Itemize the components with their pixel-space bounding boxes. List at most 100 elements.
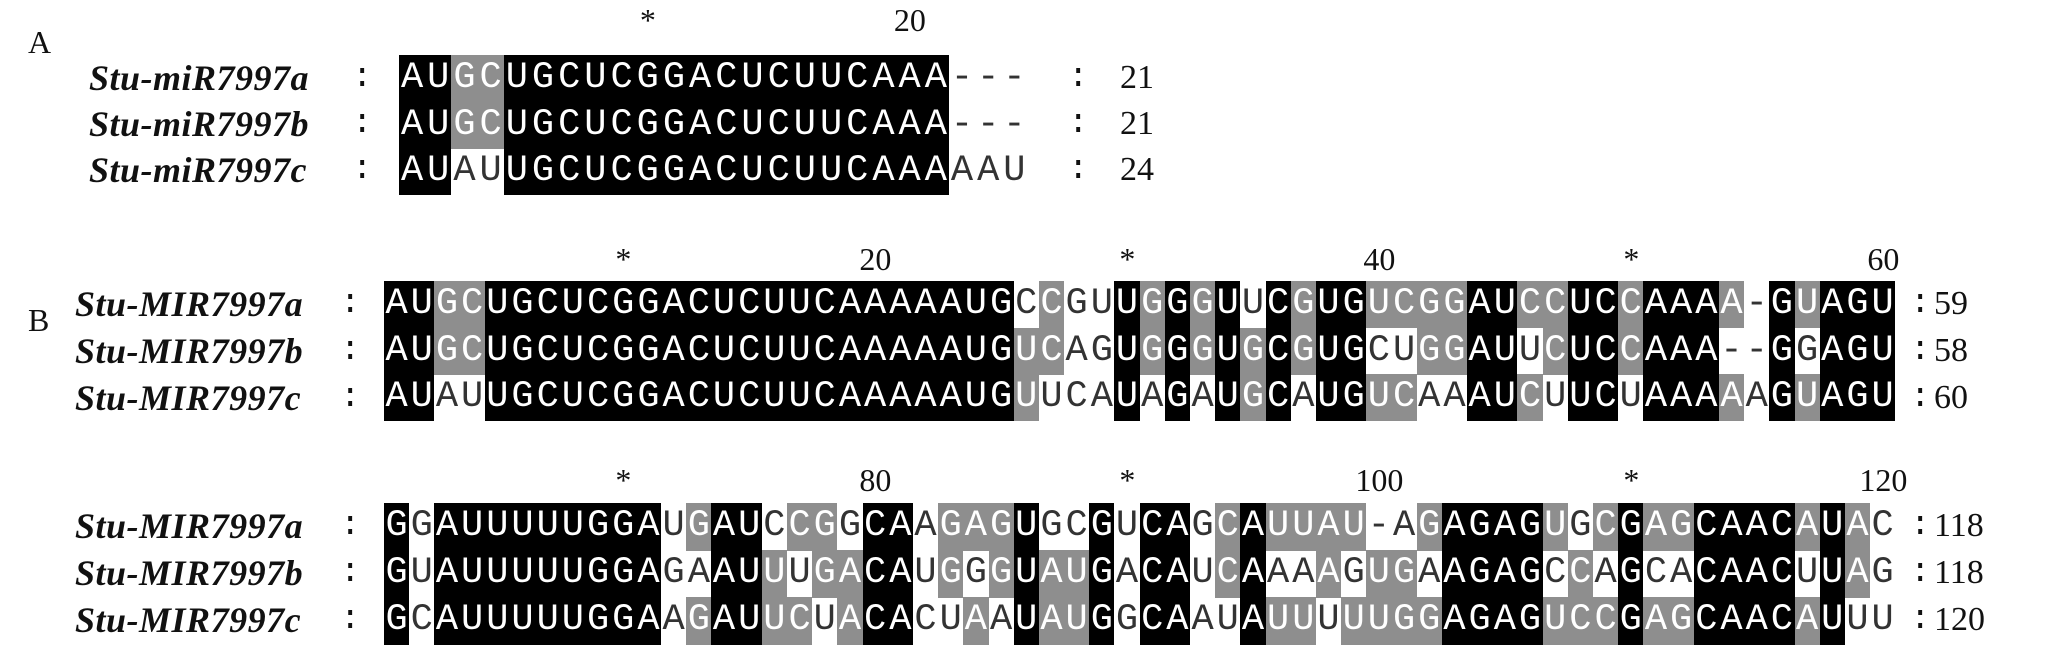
alignment-cell-black: G [384,597,410,645]
sequence-length: 21 [1120,105,1154,142]
alignment-cell-gray: A [1718,374,1745,422]
alignment-cell-black: C [1693,503,1719,551]
alignment-cell-black: G [1341,281,1367,329]
alignment-cell-gray: G [1441,327,1468,375]
alignment-cell-black: A [1693,327,1719,375]
alignment-cell-black: G [509,374,536,422]
alignment-cell-black: G [1089,550,1115,598]
sequence-name: Stu-MIR7997c [75,378,302,418]
alignment-cell-gray: G [1290,281,1316,329]
alignment-cell-black: A [1668,327,1694,375]
sequence-length: 59 [1934,285,1968,322]
alignment-cell-none: A [1065,329,1088,372]
alignment-cell-black: A [1718,503,1745,551]
alignment-cell-black: G [1089,503,1115,551]
alignment-cell-black: U [484,281,510,329]
alignment-cell-black: A [687,101,714,149]
separator: : [1068,59,1089,97]
alignment-cell-gray: G [1139,327,1165,375]
alignment-cell-black: A [1819,327,1845,375]
alignment-cell-black: A [1441,597,1468,645]
alignment-cell-black: A [661,374,687,422]
alignment-cell-black: A [687,55,714,103]
alignment-cell-none: G [1065,283,1088,325]
alignment-cell-black: C [556,148,583,196]
alignment-cell-black: G [635,327,662,375]
separator: : [340,554,361,592]
alignment-cell-black: G [1618,503,1644,551]
alignment-cell-black: U [818,55,845,103]
alignment-cell-black: U [582,101,609,149]
alignment-cell-black: C [1769,503,1795,551]
alignment-cell-black: U [1114,374,1140,422]
alignment-cell-black: C [1139,503,1165,551]
alignment-cell-black: G [610,281,636,329]
alignment-cell-black: A [661,281,687,329]
alignment-cell-black: U [761,374,787,422]
alignment-cell-black: A [870,55,897,103]
alignment-cell-gray: G [1668,503,1694,551]
alignment-cell-black: A [887,550,913,598]
sequence-name: Stu-MIR7997c [75,600,302,640]
alignment-cell-black: C [556,55,583,103]
alignment-cell-black: C [585,327,611,375]
alignment-cell-black: G [1844,327,1871,375]
alignment-cell-none: G [1191,505,1214,547]
sequence-length: 24 [1120,151,1154,188]
alignment-cell-black: A [1693,281,1719,329]
alignment-cell-black: G [1164,374,1190,422]
alignment-cell-black: G [660,55,688,103]
alignment-cell-black: C [812,327,838,375]
alignment-cell-black: A [1744,503,1770,551]
alignment-cell-black: U [1492,327,1518,375]
alignment-cell-gray: C [1618,281,1644,329]
alignment-cell-black: A [384,281,410,329]
alignment-cell-black: G [660,148,688,196]
alignment-cell-none: U [461,376,484,418]
alignment-cell-black: G [509,327,536,375]
panel-label-b: B [28,302,50,338]
alignment-cell-black: U [560,503,586,551]
ruler-mark: 60 [1867,241,1900,277]
alignment-cell-black: U [1870,374,1896,422]
alignment-cell-none: U [788,552,811,594]
alignment-cell-gray: G [1190,327,1216,375]
alignment-cell-none: U [1871,599,1894,641]
alignment-cell-black: U [787,327,813,375]
alignment-cell-none: C [1065,505,1088,547]
alignment-cell-none: U [813,599,836,641]
alignment-cell-black: U [1215,281,1241,329]
alignment-cell-gray: U [1064,550,1090,598]
alignment-cell-black: C [713,101,740,149]
alignment-cell-none: A [1292,552,1315,594]
alignment-cell-black: G [1844,374,1871,422]
alignment-cell-black: A [434,550,460,598]
alignment-cell-none: U [1846,599,1869,641]
alignment-cell-none: C [763,505,786,547]
alignment-cell-none: A [1191,376,1214,418]
separator: : [1910,332,1931,370]
alignment-cell-black: A [837,374,863,422]
alignment-cell-black: G [529,148,557,196]
alignment-cell-black: G [610,374,636,422]
alignment-cell-black: G [635,374,662,422]
alignment-cell-black: G [1517,597,1543,645]
alignment-cell-black: A [1492,550,1518,598]
alignment-cell-black: A [862,374,888,422]
alignment-cell-black: A [938,374,964,422]
alignment-cell-none: - [1003,103,1026,146]
alignment-cell-gray: U [1064,597,1090,645]
alignment-cell-black: U [409,281,435,329]
alignment-cell-black: U [818,148,845,196]
alignment-cell-none: U [914,552,937,594]
alignment-cell-none: C [914,599,937,641]
alignment-cell-black: C [608,101,635,149]
alignment-cell-black: G [529,101,557,149]
alignment-cell-black: C [1693,550,1719,598]
alignment-cell-black: A [922,55,949,103]
alignment-cell-gray: U [1794,374,1820,422]
alignment-cell-black: G [634,101,661,149]
